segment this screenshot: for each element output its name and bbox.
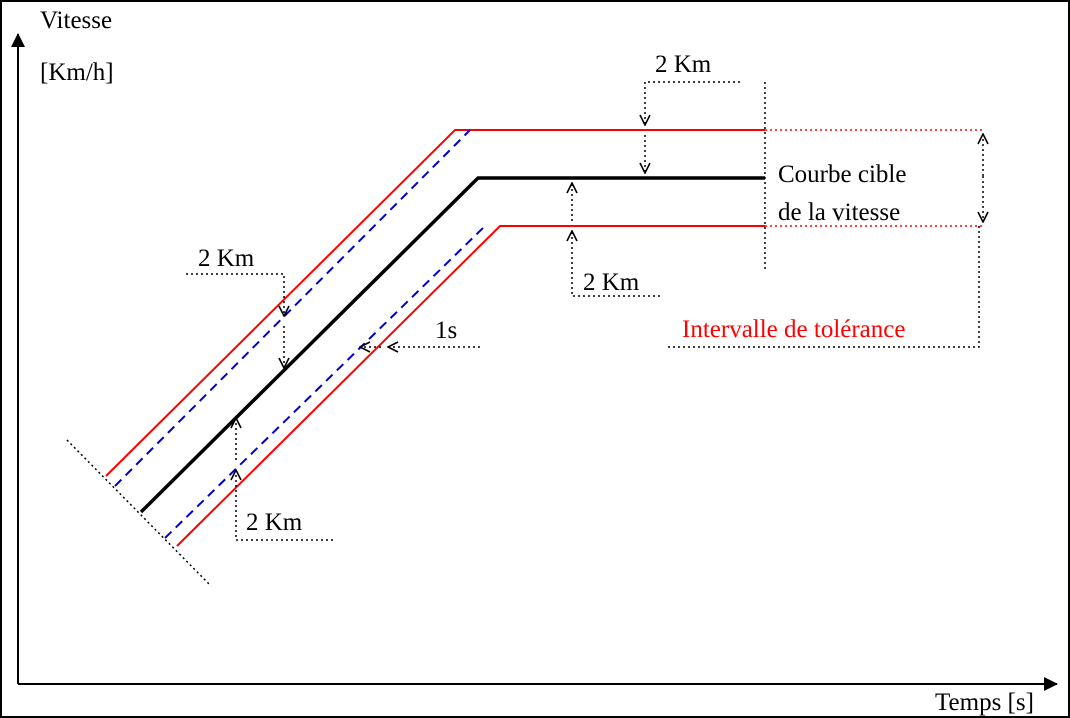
target-curve-label-line1: Courbe cible [778, 161, 906, 188]
target-speed-curve [139, 176, 765, 514]
target-curve-label-line2: de la vitesse [778, 199, 900, 226]
y-axis-label-line2: [Km/h] [40, 59, 114, 86]
x-axis-label: Temps [s] [935, 689, 1034, 716]
tolerance-leader [668, 226, 980, 348]
upper-time-offset-curve [114, 129, 471, 487]
y-axis-label-line1: Vitesse [40, 7, 112, 34]
dim-left-leader [186, 273, 284, 316]
dim-left-label: 2 Km [198, 245, 255, 272]
dim-top-leader [645, 81, 740, 125]
upper-tolerance-curve [105, 129, 765, 477]
tolerance-label: Intervalle de tolérance [682, 316, 905, 343]
lower-time-offset-curve [164, 225, 486, 539]
dim-mid-label: 2 Km [583, 269, 640, 296]
start-cut-line [66, 439, 212, 587]
dim-top-label: 2 Km [655, 51, 712, 78]
dim-time-label: 1s [435, 317, 457, 344]
dim-mid-leader [572, 231, 660, 297]
lower-tolerance-curve [176, 225, 765, 547]
dim-bottom-label: 2 Km [246, 509, 303, 536]
dim-bottom-leader [236, 470, 333, 541]
